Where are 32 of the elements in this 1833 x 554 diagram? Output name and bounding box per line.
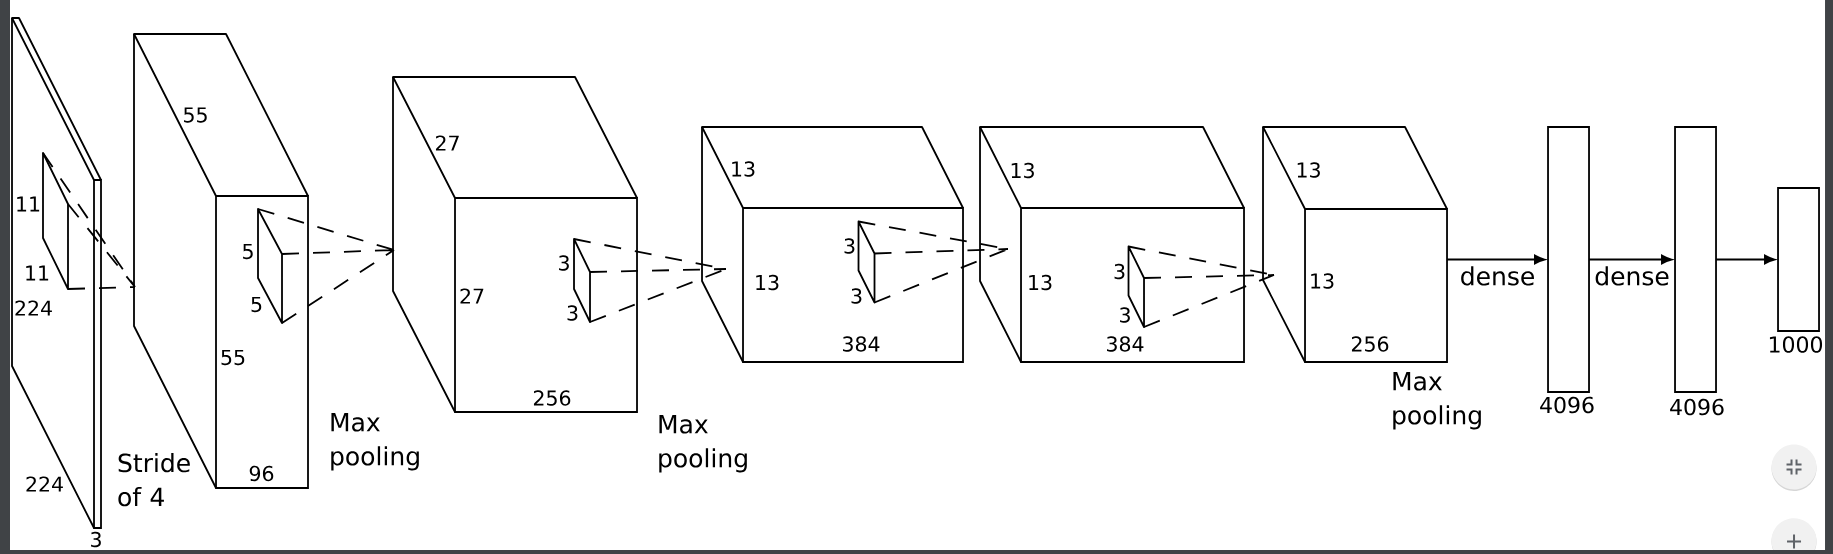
arrow — [1446, 254, 1546, 265]
dimension-label: 256 — [533, 390, 571, 406]
projection-cone — [42, 152, 136, 290]
dimension-label: 13 — [732, 161, 755, 177]
dimension-label: 96 — [249, 465, 274, 482]
dimension-label: 11 — [26, 265, 49, 281]
dimension-label: 13 — [1011, 162, 1034, 179]
arrow — [1715, 254, 1776, 265]
dimension-label: 4096 — [1540, 396, 1594, 414]
dimension-label: 13 — [1297, 162, 1320, 178]
dimension-label: 1000 — [1769, 336, 1823, 353]
dimension-label: 11 — [17, 196, 40, 212]
operation-label: Max pooling — [1393, 372, 1481, 430]
dimension-label: 3 — [567, 305, 578, 321]
operation-label: Max pooling — [331, 413, 419, 471]
dimension-label: 55 — [184, 107, 207, 123]
dimension-label: 27 — [460, 288, 484, 304]
dimension-label: 3 — [91, 531, 101, 548]
arrow — [1588, 254, 1673, 265]
edge-label: dense — [1593, 265, 1671, 287]
projection-cone — [573, 238, 727, 323]
dimension-label: 224 — [26, 476, 63, 492]
dimension-label: 5 — [243, 243, 253, 260]
operation-label: Stride of 4 — [118, 453, 190, 507]
dimension-label: 3 — [559, 255, 569, 271]
dimension-label: 4096 — [1670, 398, 1724, 416]
dimension-label: 5 — [251, 296, 262, 313]
operation-label: Max pooling — [659, 415, 747, 473]
dimension-label: 27 — [435, 135, 459, 151]
edge-label: dense — [1458, 265, 1537, 287]
dimension-label: 224 — [15, 300, 52, 316]
dimension-label: 55 — [221, 349, 245, 366]
